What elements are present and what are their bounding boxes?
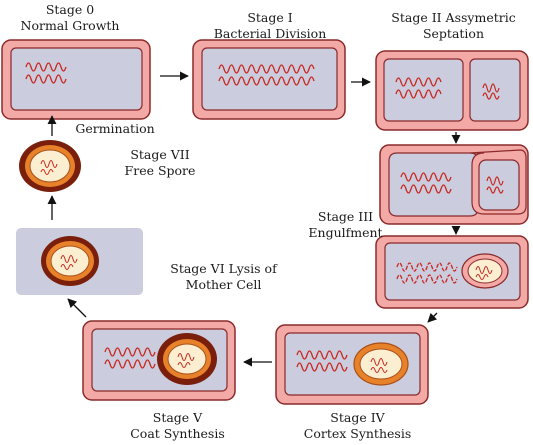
label-stage-1-line1: Stage I bbox=[247, 10, 293, 25]
label-stage-0: Stage 0 Normal Growth bbox=[5, 2, 135, 34]
label-stage-2-line1: Stage II Assymetric bbox=[391, 10, 516, 25]
label-stage-5: Stage V Coat Synthesis bbox=[115, 410, 240, 442]
cell-stage-5 bbox=[82, 320, 236, 401]
arrow-stage3-to-stage4 bbox=[427, 312, 438, 323]
dna-stage-0 bbox=[25, 62, 67, 72]
label-stage-3: Stage III Engulfment bbox=[308, 209, 383, 241]
label-stage-4: Stage IV Cortex Synthesis bbox=[295, 410, 420, 442]
label-stage-2-line2: Septation bbox=[422, 26, 485, 41]
label-stage-0-line2: Normal Growth bbox=[20, 18, 120, 33]
label-stage-4-line1: Stage IV bbox=[330, 410, 385, 425]
label-stage-6: Stage VI Lysis of Mother Cell bbox=[156, 261, 291, 293]
forespore-dna bbox=[482, 83, 500, 100]
free-spore bbox=[19, 140, 81, 192]
label-stage-1-line2: Bacterial Division bbox=[213, 26, 327, 41]
label-stage-3-line2: Engulfment bbox=[308, 225, 383, 240]
cell-stage-3a bbox=[379, 144, 529, 225]
label-stage-6-line1: Stage VI Lysis of bbox=[170, 261, 277, 276]
cell-stage-0 bbox=[1, 39, 151, 120]
cell-stage-2 bbox=[375, 50, 529, 131]
label-stage-0-line1: Stage 0 bbox=[45, 2, 95, 17]
arrow-stage5-to-stage6 bbox=[67, 298, 87, 318]
label-germination: Germination bbox=[75, 121, 155, 136]
cell-stage-1 bbox=[192, 39, 346, 120]
label-stage-5-line1: Stage V bbox=[152, 410, 203, 425]
cell-stage-4 bbox=[275, 324, 429, 405]
cell-stage-3b bbox=[375, 235, 529, 309]
cycle-arrows bbox=[47, 71, 461, 367]
label-stage-5-line2: Coat Synthesis bbox=[130, 426, 225, 441]
label-stage-7-line2: Free Spore bbox=[124, 163, 196, 178]
label-stage-7: Stage VII Free Spore bbox=[110, 147, 210, 179]
label-stage-4-line2: Cortex Synthesis bbox=[303, 426, 412, 441]
label-stage-1: Stage I Bacterial Division bbox=[200, 10, 340, 42]
label-stage-6-line2: Mother Cell bbox=[185, 277, 262, 292]
label-stage-3-line1: Stage III bbox=[317, 209, 374, 224]
cell-stage-6 bbox=[16, 228, 143, 295]
label-stage-7-line1: Stage VII bbox=[130, 147, 190, 162]
label-stage-2: Stage II Assymetric Septation bbox=[376, 10, 531, 42]
